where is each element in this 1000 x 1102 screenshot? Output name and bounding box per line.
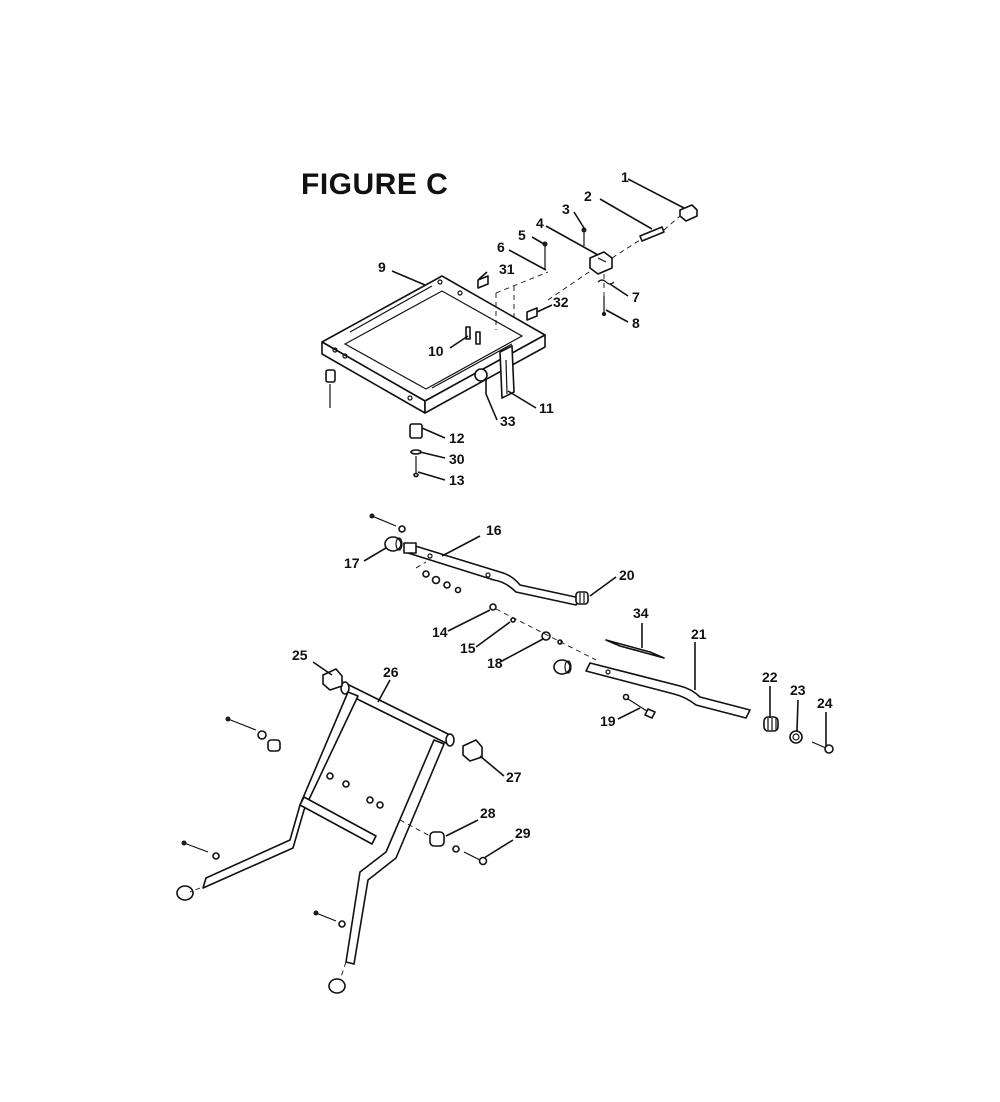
bushing-part-17 [384,536,403,552]
pin-part-8 [601,296,607,317]
screw-part-13 [413,456,419,478]
rod-part-6 [495,271,549,330]
washer-part-30 [410,449,422,455]
pad-part-32 [526,307,538,321]
washer-part-14 [489,603,497,611]
lever-arm-part-2 [639,215,681,242]
callout-34: 34 [633,605,649,621]
cap-nut-part-23 [789,730,803,744]
callout-22: 22 [762,669,778,685]
callout-1: 1 [621,169,629,185]
callout-2: 2 [584,188,592,204]
callout-labels: 1 2 3 4 5 6 7 8 9 10 11 12 13 14 15 16 1… [292,169,833,841]
callout-12: 12 [449,430,465,446]
callout-4: 4 [536,215,544,231]
callout-32: 32 [553,294,569,310]
bracket-part-25 [322,668,343,691]
foot-part-12 [409,423,423,439]
callout-3: 3 [562,201,570,217]
bushing-part-18 [541,631,563,645]
callout-20: 20 [619,567,635,583]
pad-part-31 [477,275,489,289]
bushing-part-28 [399,819,460,853]
bracket-part-27 [462,739,483,762]
callout-31: 31 [499,261,515,277]
nut-set-leg16 [415,561,462,594]
callout-8: 8 [632,315,640,331]
left-foot [325,369,336,408]
callout-29: 29 [515,825,531,841]
callout-11: 11 [539,400,554,416]
screw-part-3 [581,227,587,246]
callout-33: 33 [500,413,516,429]
leg-frame-part-26 [176,681,455,994]
callout-15: 15 [460,640,476,656]
callout-26: 26 [383,664,399,680]
callout-9: 9 [378,259,386,275]
callout-13: 13 [449,472,465,488]
label-part-34 [605,639,665,659]
callout-14: 14 [432,624,448,640]
bolt-leg16 [369,513,406,533]
callout-28: 28 [480,805,496,821]
callout-19: 19 [600,713,616,729]
callout-18: 18 [487,655,503,671]
bolt-set-upper-left [225,716,281,752]
bracket-part-11 [499,345,515,399]
screw-part-5 [542,241,548,270]
leader-lines [312,178,827,859]
nut-set-mid-right [366,796,384,809]
spring-part-22 [763,716,779,732]
latch-housing-part-4 [589,239,641,275]
bolt-part-29 [463,851,488,866]
nut-set-mid-left [326,772,350,788]
knob-part-20 [575,591,589,605]
callout-5: 5 [518,227,526,243]
callout-6: 6 [497,239,505,255]
pin-part-10 [465,326,481,345]
callout-7: 7 [632,289,640,305]
bolt-set-lower-left [181,840,220,860]
bolt-set-lower-right [313,910,346,928]
callout-21: 21 [691,626,707,642]
callout-16: 16 [486,522,502,538]
knob-part-33 [474,368,488,382]
bolt-part-24 [811,741,834,754]
callout-23: 23 [790,682,806,698]
callout-30: 30 [449,451,465,467]
callout-25: 25 [292,647,308,663]
leg-part-21 [585,662,751,719]
callout-17: 17 [344,555,360,571]
spring-part-7 [597,279,615,285]
bolt-part-19 [622,693,656,719]
callout-10: 10 [428,343,444,359]
callout-27: 27 [506,769,522,785]
leg-part-16 [403,542,581,606]
callout-24: 24 [817,695,833,711]
bushing-leg21 [553,659,572,675]
figure-title: FIGURE C [301,168,449,201]
